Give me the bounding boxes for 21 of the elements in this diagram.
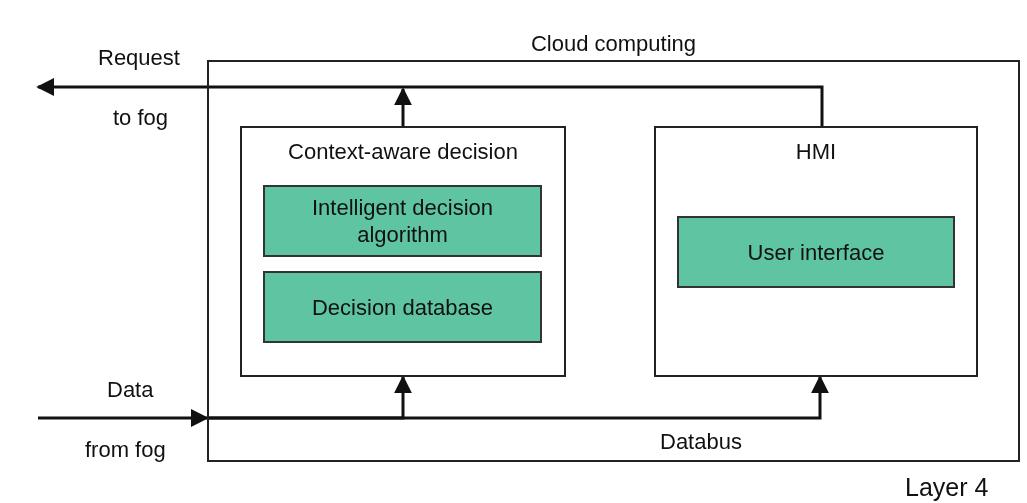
box-label: User interface bbox=[746, 238, 886, 266]
arrow bbox=[38, 409, 209, 427]
signal-label: Data bbox=[107, 377, 154, 403]
layer-label: Layer 4 bbox=[905, 474, 989, 500]
box-heading: HMI bbox=[794, 138, 838, 165]
box-heading: Cloud computing bbox=[529, 30, 698, 57]
arrow bbox=[394, 87, 412, 126]
signal-label: from fog bbox=[85, 437, 166, 463]
process-box bbox=[263, 185, 542, 257]
box-label: Intelligent decision algorithm bbox=[311, 194, 494, 248]
box-label: Decision database bbox=[311, 293, 494, 321]
module-box bbox=[654, 126, 978, 377]
signal-label: Databus bbox=[660, 429, 742, 455]
process-box bbox=[677, 216, 955, 288]
process-box bbox=[263, 271, 542, 343]
arrow bbox=[36, 78, 824, 126]
signal-label: Request bbox=[98, 45, 180, 71]
box-heading: Context-aware decision bbox=[287, 138, 519, 165]
signal-label: to fog bbox=[113, 105, 169, 131]
module-box bbox=[240, 126, 566, 377]
arrow bbox=[207, 375, 829, 420]
